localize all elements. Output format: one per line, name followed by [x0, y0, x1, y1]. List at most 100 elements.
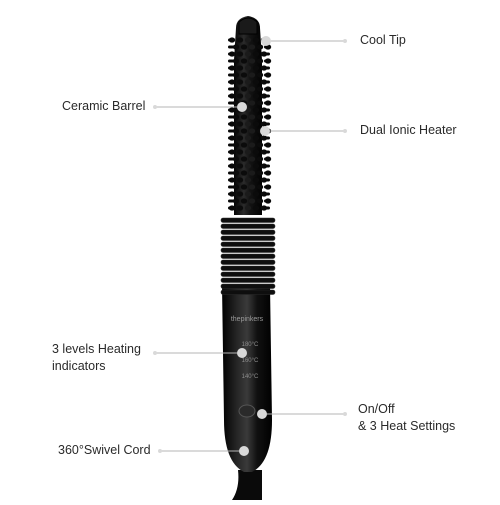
bristle — [244, 135, 252, 141]
grip-ring — [220, 283, 276, 289]
side-bristle — [228, 80, 234, 84]
bristle — [236, 135, 244, 141]
side-bristle — [228, 192, 234, 196]
bristle — [244, 65, 252, 71]
side-bristle — [264, 157, 270, 161]
grip-ring — [220, 241, 276, 247]
bristle — [236, 65, 244, 71]
grip-ring — [220, 271, 276, 277]
side-bristle — [264, 185, 270, 189]
on-off-line2: & 3 Heat Settings — [358, 419, 456, 433]
bristle — [244, 163, 252, 169]
bristle — [248, 156, 256, 162]
label-ceramic-barrel: Ceramic Barrel — [62, 98, 145, 115]
bristle — [256, 58, 264, 64]
dot-swivel-cord-end — [158, 449, 162, 453]
bristle — [248, 198, 256, 204]
swivel-cord — [232, 470, 262, 500]
dot-on-off-end — [343, 412, 347, 416]
bristle — [248, 184, 256, 190]
grip-ring — [220, 277, 276, 283]
grip-ring — [220, 253, 276, 259]
grip-ring — [220, 247, 276, 253]
dot-cool-tip — [261, 36, 271, 46]
side-bristle — [228, 185, 234, 189]
side-bristle — [264, 143, 270, 147]
bristle — [252, 205, 260, 211]
label-heating-indicators: 3 levels Heating indicators — [52, 341, 141, 375]
bristle — [232, 170, 240, 176]
cool-tip-text: Cool Tip — [360, 33, 406, 47]
bristle — [252, 135, 260, 141]
dot-heating-indicators — [237, 348, 247, 358]
swivel-cord-text: 360°Swivel Cord — [58, 443, 151, 457]
side-bristle — [228, 66, 234, 70]
side-bristle — [264, 80, 270, 84]
bristle — [232, 156, 240, 162]
side-bristle — [264, 150, 270, 154]
bristle — [244, 37, 252, 43]
bristle — [252, 93, 260, 99]
bristle — [240, 128, 248, 134]
bristle — [248, 100, 256, 106]
bristle — [248, 142, 256, 148]
side-bristle — [264, 66, 270, 70]
temp-label-180: 180°C — [242, 342, 259, 348]
dot-dual-ionic-heater — [260, 126, 270, 136]
bristle — [232, 44, 240, 50]
side-bristle — [228, 178, 234, 182]
bristle — [236, 191, 244, 197]
bristle — [252, 65, 260, 71]
side-bristle — [228, 59, 234, 63]
bristle — [236, 37, 244, 43]
dot-ceramic-barrel — [237, 102, 247, 112]
side-bristle — [228, 164, 234, 168]
side-bristle — [228, 73, 234, 77]
side-bristle — [264, 52, 270, 56]
grip-rings — [220, 217, 276, 295]
grip-ring — [220, 235, 276, 241]
power-button[interactable] — [238, 404, 256, 418]
bristle — [256, 170, 264, 176]
bristle — [248, 72, 256, 78]
leader-lines — [155, 40, 345, 452]
bristle — [248, 170, 256, 176]
bristle — [256, 198, 264, 204]
label-on-off: On/Off & 3 Heat Settings — [358, 401, 455, 435]
side-bristle — [264, 192, 270, 196]
bristle — [236, 121, 244, 127]
bristle — [244, 177, 252, 183]
bristle — [232, 184, 240, 190]
bristle — [248, 58, 256, 64]
bristle — [248, 114, 256, 120]
bristle — [244, 149, 252, 155]
bristle — [236, 79, 244, 85]
side-bristle — [264, 115, 270, 119]
on-off-line1: On/Off — [358, 402, 395, 416]
grip-ring — [220, 265, 276, 271]
side-bristle — [228, 94, 234, 98]
side-bristle — [228, 122, 234, 126]
bristle — [232, 86, 240, 92]
bristle — [236, 205, 244, 211]
side-bristle — [228, 143, 234, 147]
bristle — [252, 79, 260, 85]
bristle — [248, 86, 256, 92]
bristle — [256, 86, 264, 92]
bristle — [236, 177, 244, 183]
bristle — [236, 93, 244, 99]
bristle — [232, 72, 240, 78]
bristle — [240, 114, 248, 120]
bristle — [244, 51, 252, 57]
bristle — [232, 100, 240, 106]
dot-heating-end — [153, 351, 157, 355]
side-bristle — [228, 171, 234, 175]
side-bristle — [264, 122, 270, 126]
dot-dual-ionic-heater-end — [343, 129, 347, 133]
grip-ring — [220, 229, 276, 235]
bristle — [244, 79, 252, 85]
bristle — [252, 37, 260, 43]
bristle — [236, 163, 244, 169]
bristle — [240, 86, 248, 92]
